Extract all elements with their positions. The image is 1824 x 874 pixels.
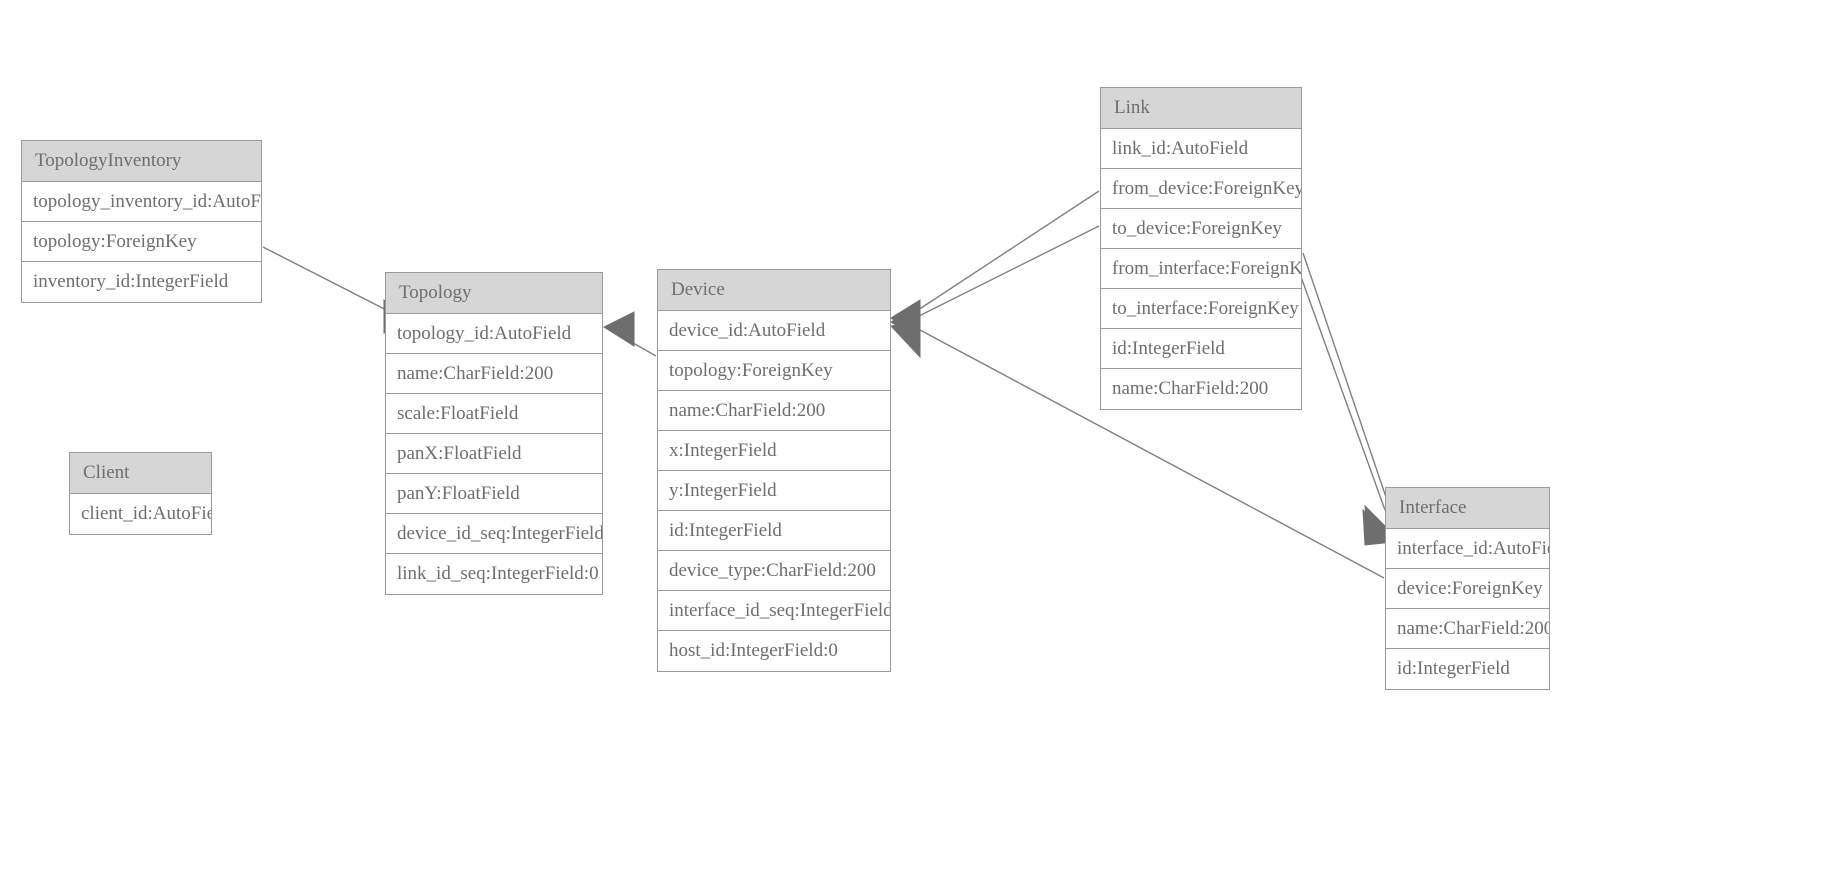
entity-field: from_interface:ForeignKey [1101, 249, 1301, 289]
entity-field: to_interface:ForeignKey [1101, 289, 1301, 329]
entity-field: y:IntegerField [658, 471, 890, 511]
arrowhead-icon [889, 321, 921, 359]
entity-field: name:CharField:200 [1386, 609, 1549, 649]
entity-field: link_id:AutoField [1101, 129, 1301, 169]
entity-interface[interactable]: Interfaceinterface_id:AutoFielddevice:Fo… [1385, 487, 1550, 690]
entity-title-link: Link [1101, 88, 1301, 129]
edge-line [914, 190, 1100, 313]
entity-field: interface_id_seq:IntegerField:0 [658, 591, 890, 631]
edge-link-from-interface [1302, 252, 1399, 542]
entity-field: panY:FloatField [386, 474, 602, 514]
entity-title-client: Client [70, 453, 211, 494]
arrowhead-icon [602, 311, 635, 347]
entity-field: device_id_seq:IntegerField:0 [386, 514, 602, 554]
edge-line [1302, 252, 1390, 507]
entity-field: link_id_seq:IntegerField:0 [386, 554, 602, 594]
entity-title-interface: Interface [1386, 488, 1549, 529]
entity-field: name:CharField:200 [658, 391, 890, 431]
edge-line [1299, 273, 1386, 511]
entity-field: name:CharField:200 [1101, 369, 1301, 409]
arrowhead-icon [890, 299, 921, 337]
entity-title-topology: Topology [386, 273, 602, 314]
entity-field: id:IntegerField [1101, 329, 1301, 369]
arrowhead-icon [890, 304, 921, 341]
entity-fields-interface: interface_id:AutoFielddevice:ForeignKeyn… [1386, 529, 1549, 689]
edge-line [625, 338, 657, 357]
entity-field: panX:FloatField [386, 434, 602, 474]
entity-field: inventory_id:IntegerField [22, 262, 261, 302]
entity-field: scale:FloatField [386, 394, 602, 434]
edge-line [262, 246, 399, 317]
entity-field: device:ForeignKey [1386, 569, 1549, 609]
entity-field: interface_id:AutoField [1386, 529, 1549, 569]
edge-link-to-device [890, 225, 1100, 341]
entity-field: device_type:CharField:200 [658, 551, 890, 591]
entity-field: client_id:AutoField [70, 494, 211, 534]
entity-title-device: Device [658, 270, 890, 311]
entity-field: topology:ForeignKey [658, 351, 890, 391]
entity-field: topology_id:AutoField [386, 314, 602, 354]
entity-field: topology_inventory_id:AutoField [22, 182, 261, 222]
entity-field: x:IntegerField [658, 431, 890, 471]
entity-title-topology_inventory: TopologyInventory [22, 141, 261, 182]
entity-field: device_id:AutoField [658, 311, 890, 351]
entity-fields-topology_inventory: topology_inventory_id:AutoFieldtopology:… [22, 182, 261, 302]
entity-fields-client: client_id:AutoField [70, 494, 211, 534]
entity-field: host_id:IntegerField:0 [658, 631, 890, 671]
edge-link-from-device [890, 190, 1100, 337]
entity-field: id:IntegerField [1386, 649, 1549, 689]
entity-field: to_device:ForeignKey [1101, 209, 1301, 249]
edge-link-to-interface [1299, 273, 1396, 546]
entity-field: from_device:ForeignKey [1101, 169, 1301, 209]
entity-field: id:IntegerField [658, 511, 890, 551]
edge-device-topology [602, 311, 657, 357]
entity-field: topology:ForeignKey [22, 222, 261, 262]
edge-line [914, 225, 1100, 319]
entity-field: name:CharField:200 [386, 354, 602, 394]
